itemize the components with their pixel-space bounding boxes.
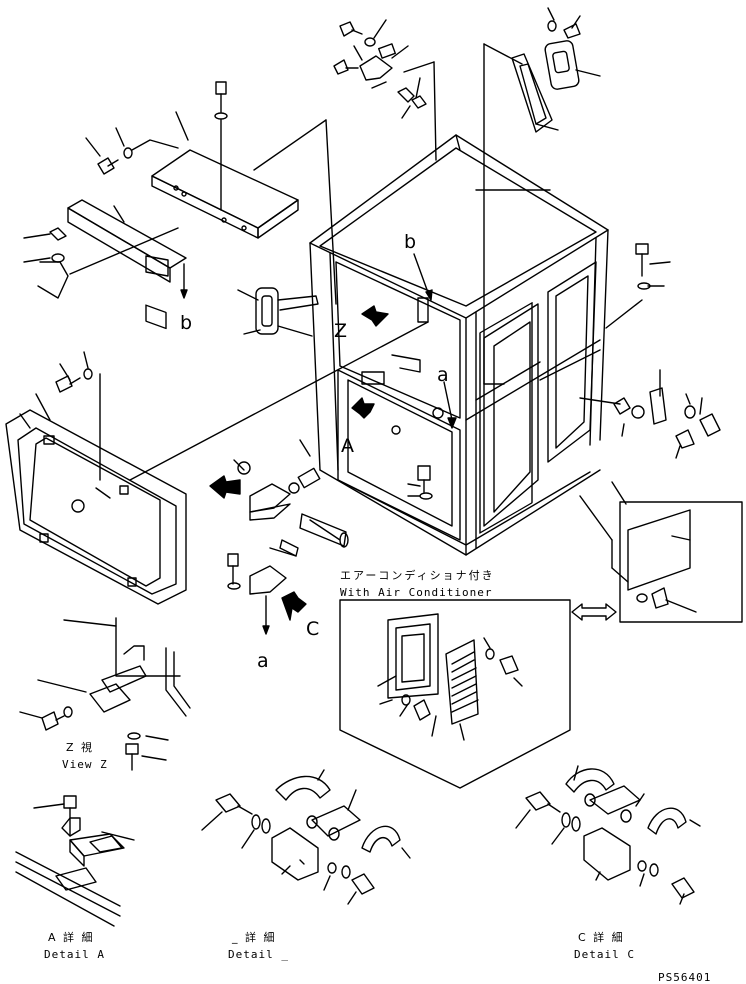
view-z-detail xyxy=(19,617,191,771)
view-z-label-en: View Z xyxy=(62,758,108,771)
drawing-number: PS56401 xyxy=(658,971,712,984)
detail-b xyxy=(201,769,411,905)
callout-c: C xyxy=(306,618,320,640)
air-conditioner-label-en: With Air Conditioner xyxy=(340,586,493,599)
callout-z: Z xyxy=(334,320,348,342)
hinge-parts-A xyxy=(227,439,349,635)
left-bolt-group-1 xyxy=(85,127,179,175)
detail-b-label-en: Detail _ xyxy=(228,948,289,961)
detail-c-label-en: Detail C xyxy=(574,948,635,961)
arrow-to-a-section xyxy=(209,475,241,499)
top-bracket-assembly xyxy=(151,81,299,239)
double-arrow-icon xyxy=(571,603,617,621)
top-right-bracket xyxy=(511,7,601,133)
air-conditioner-label-jp: エアーコンディショナ付き xyxy=(340,569,495,582)
callout-a-frame: a xyxy=(437,364,449,386)
right-cover-panel xyxy=(579,481,743,623)
floor-bolt xyxy=(407,465,433,500)
grab-handle xyxy=(237,287,319,337)
arrow-A xyxy=(351,397,375,419)
detail-a-label-en: Detail A xyxy=(44,948,105,961)
detail-a xyxy=(15,795,135,927)
arrow-Z xyxy=(361,305,389,327)
left-mount-plate xyxy=(23,199,188,330)
callout-b-top: b xyxy=(404,231,417,253)
callout-b-left: b xyxy=(180,312,193,334)
top-hinge-group xyxy=(333,19,427,119)
door-window-panel xyxy=(5,321,429,605)
callout-a-section: A xyxy=(341,435,354,457)
right-bolt-groups xyxy=(579,243,721,459)
air-conditioner-box xyxy=(339,599,571,789)
detail-a-label-jp: A 詳 細 xyxy=(48,931,95,944)
cab-frame xyxy=(309,134,609,556)
view-z-label-jp: Z 視 xyxy=(66,741,95,754)
callout-a-bottom: a xyxy=(257,650,269,672)
leader-lines xyxy=(253,43,551,429)
detail-c xyxy=(515,765,701,905)
detail-c-label-jp: C 詳 細 xyxy=(578,931,625,944)
arrow-C xyxy=(281,591,307,621)
detail-b-label-jp: _ 詳 細 xyxy=(232,931,277,944)
